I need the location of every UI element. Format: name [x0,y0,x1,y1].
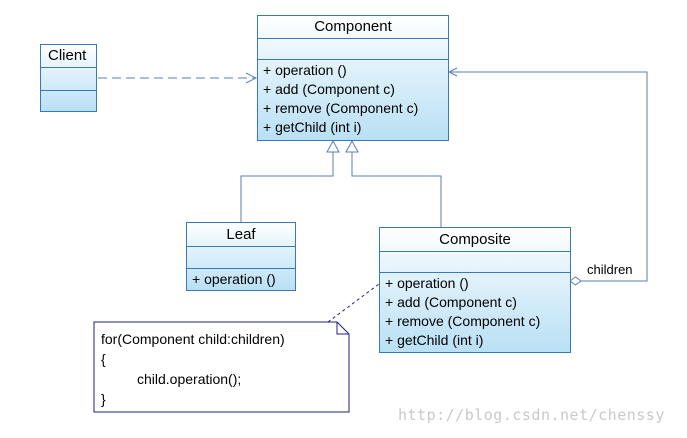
leaf-attributes [187,247,295,269]
dependency-arrowhead [245,72,258,84]
association-label: children [587,262,633,277]
note-anchor-line [327,283,380,323]
component-attributes [258,39,448,60]
client-attributes [41,68,96,91]
component-operations: + operation () + add (Component c) + rem… [258,60,448,137]
note: for(Component child:children) { child.op… [101,329,285,409]
note-line: child.operation(); [137,371,242,387]
note-fold [336,322,349,335]
note-line: { [101,351,106,367]
aggregation-arrowhead [447,67,458,77]
composite-generalization-arrowhead [345,139,359,153]
aggregation-line [449,71,648,282]
note-line: for(Component child:children) [101,331,285,347]
composite-op: + remove (Component c) [385,313,541,329]
component-op: + operation () [263,62,347,78]
leaf-generalization-arrowhead [326,139,340,153]
leaf-generalization-line [240,152,334,222]
composite-class[interactable]: Composite + operation () + add (Componen… [379,227,571,353]
component-class[interactable]: Component + operation () + add (Componen… [257,15,449,141]
aggregation-diamond [569,276,582,286]
watermark: http://blog.csdn.net/chenssy [398,406,665,424]
leaf-class-name: Leaf [187,223,295,247]
leaf-class[interactable]: Leaf + operation () [186,222,296,291]
client-class-name: Client [41,45,96,68]
component-op: + getChild (int i) [263,119,362,135]
leaf-op: + operation () [192,271,276,287]
composite-generalization-line [351,152,442,227]
component-op: + remove (Component c) [263,100,419,116]
component-op: + add (Component c) [263,81,395,97]
composite-op: + getChild (int i) [385,332,484,348]
leaf-operations: + operation () [187,269,295,289]
client-class[interactable]: Client [40,44,97,112]
composite-attributes [380,252,570,273]
component-class-name: Component [258,16,448,39]
note-shape [93,321,350,413]
note-line: } [101,391,106,407]
composite-op: + operation () [385,275,469,291]
composite-op: + add (Component c) [385,294,517,310]
composite-class-name: Composite [380,228,570,252]
composite-operations: + operation () + add (Component c) + rem… [380,273,570,350]
